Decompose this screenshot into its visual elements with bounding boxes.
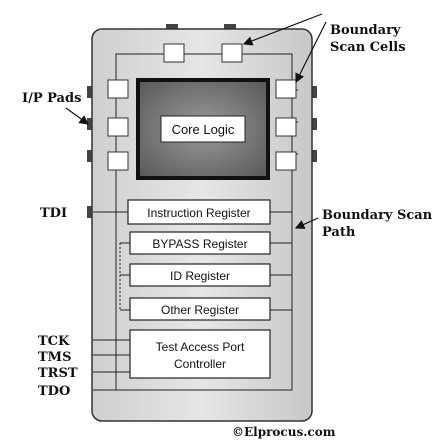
id-register-label: ID Register xyxy=(170,269,230,283)
trst-label: TRST xyxy=(38,366,78,381)
right-pins xyxy=(311,86,317,162)
boundary-scan-cells xyxy=(107,43,297,171)
bypass-register: BYPASS Register xyxy=(129,231,271,255)
annotation-arrows xyxy=(65,13,327,229)
other-register: Other Register xyxy=(129,297,271,321)
boundary-scan-path-label-line2: Path xyxy=(322,225,356,240)
core-logic-label: Core Logic xyxy=(172,122,235,137)
id-register: ID Register xyxy=(129,263,271,287)
tap-controller-label-line2: Controller xyxy=(174,357,226,371)
other-register-label: Other Register xyxy=(161,303,239,317)
left-pins xyxy=(87,86,93,218)
top-pins xyxy=(166,24,236,30)
core-logic-block: Core Logic xyxy=(136,78,270,180)
boundary-scan-cells-label-line1: Boundary xyxy=(330,23,401,38)
watermark: ©Elprocus.com xyxy=(232,425,336,439)
tdi-label: TDI xyxy=(40,206,67,221)
ip-pads-label: I/P Pads xyxy=(22,91,81,106)
boundary-scan-path-label-line1: Boundary Scan xyxy=(322,208,433,223)
tck-label: TCK xyxy=(38,334,70,349)
tdo-label: TDO xyxy=(38,384,70,399)
bypass-register-label: BYPASS Register xyxy=(152,237,247,251)
instruction-register: Instruction Register xyxy=(127,199,271,225)
tap-controller-label-line1: Test Access Port xyxy=(156,340,245,354)
instruction-register-label: Instruction Register xyxy=(147,206,250,220)
boundary-scan-path-line xyxy=(115,53,293,391)
boundary-scan-cells-label-line2: Scan Cells xyxy=(330,40,406,55)
tap-controller: Test Access Port Controller xyxy=(129,329,271,379)
tms-label: TMS xyxy=(38,350,71,365)
